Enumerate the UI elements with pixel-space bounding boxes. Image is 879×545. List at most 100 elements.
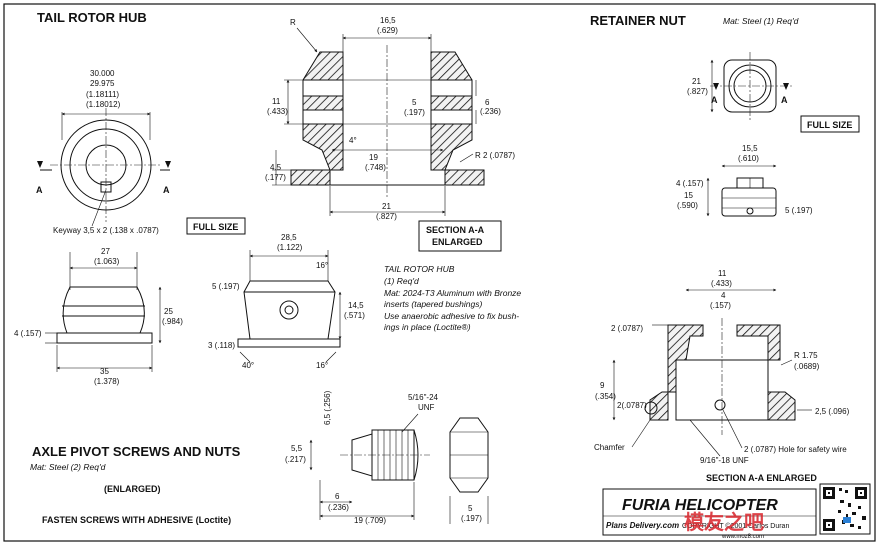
watermark-url: www.moz8.com bbox=[721, 534, 764, 540]
svg-text:4°: 4° bbox=[349, 136, 357, 145]
sheet-border bbox=[3, 3, 876, 542]
svg-text:(.157): (.157) bbox=[710, 301, 731, 310]
svg-text:(1.18111): (1.18111) bbox=[86, 90, 119, 99]
svg-text:11: 11 bbox=[272, 97, 281, 106]
watermark-logo: 模友之吧 bbox=[684, 510, 764, 534]
svg-text:(.984): (.984) bbox=[162, 317, 183, 326]
svg-text:(.433): (.433) bbox=[267, 107, 288, 116]
hub-section-label-a-left: A bbox=[36, 185, 43, 195]
svg-text:R 2 (.0787): R 2 (.0787) bbox=[475, 151, 515, 160]
title-block: FURIA HELICOPTER Plans Delivery.com COPY… bbox=[602, 483, 871, 540]
svg-text:6: 6 bbox=[335, 492, 340, 501]
svg-text:(.590): (.590) bbox=[677, 201, 698, 210]
svg-text:(.827): (.827) bbox=[376, 212, 397, 221]
svg-text:16,5: 16,5 bbox=[380, 16, 396, 25]
svg-text:Mat: 2024-T3 Aluminum with Bro: Mat: 2024-T3 Aluminum with Bronze bbox=[384, 288, 521, 298]
svg-text:9/16"-18 UNF: 9/16"-18 UNF bbox=[700, 456, 749, 465]
qr-code bbox=[819, 483, 871, 535]
svg-text:(.236): (.236) bbox=[328, 503, 349, 512]
section-aa-label: SECTION A-A bbox=[426, 225, 485, 235]
svg-text:30.000: 30.000 bbox=[90, 69, 115, 78]
svg-text:(.610): (.610) bbox=[738, 154, 759, 163]
nut-section-label: SECTION A-A ENLARGED bbox=[706, 473, 817, 483]
svg-text:28,5: 28,5 bbox=[281, 233, 297, 242]
svg-text:(1.18012): (1.18012) bbox=[86, 100, 121, 109]
hub-side-view-2: 28,5 (1.122) 16° 5 (.197) 14,5 (.571) 3 … bbox=[208, 233, 365, 370]
svg-text:27: 27 bbox=[101, 247, 110, 256]
svg-text:5: 5 bbox=[412, 98, 417, 107]
svg-text:(.571): (.571) bbox=[344, 311, 365, 320]
hub-section-label-a-right: A bbox=[163, 185, 170, 195]
nut-front-view: 21 (.827) A A bbox=[687, 52, 792, 120]
svg-text:4 (.157): 4 (.157) bbox=[14, 329, 42, 338]
title-retainer-nut: RETAINER NUT bbox=[590, 13, 686, 28]
svg-text:(.177): (.177) bbox=[265, 173, 286, 182]
section-aa-box bbox=[418, 220, 502, 252]
svg-text:25: 25 bbox=[164, 307, 173, 316]
svg-text:UNF: UNF bbox=[418, 403, 435, 412]
keyway-note: Keyway 3,5 x 2 (.138 x .0787) bbox=[53, 226, 159, 235]
svg-text:19: 19 bbox=[369, 153, 378, 162]
svg-text:6,5 (.256): 6,5 (.256) bbox=[323, 390, 332, 425]
svg-text:35: 35 bbox=[100, 367, 109, 376]
full-size-box bbox=[186, 217, 246, 235]
svg-text:(.629): (.629) bbox=[377, 26, 398, 35]
copyright: COPYRIGHT ©2001 Carlos Duran bbox=[682, 522, 789, 530]
nut-label-a-right: A bbox=[781, 95, 788, 105]
svg-text:5 (.197): 5 (.197) bbox=[785, 206, 813, 215]
svg-text:inserts (tapered bushings): inserts (tapered bushings) bbox=[384, 299, 482, 309]
svg-text:(.0689): (.0689) bbox=[794, 362, 820, 371]
hub-side-view: 27 (1.063) 25 (.984) 4 (.157) 35 (1.378) bbox=[14, 247, 183, 386]
svg-text:2,5 (.096): 2,5 (.096) bbox=[815, 407, 850, 416]
svg-text:R: R bbox=[290, 18, 296, 27]
svg-text:15: 15 bbox=[684, 191, 693, 200]
svg-text:21: 21 bbox=[692, 77, 701, 86]
svg-text:5/16"-24: 5/16"-24 bbox=[408, 393, 439, 402]
svg-text:5 (.197): 5 (.197) bbox=[212, 282, 240, 291]
svg-text:Chamfer: Chamfer bbox=[594, 443, 625, 452]
svg-text:ings in place (Loctite®): ings in place (Loctite®) bbox=[384, 322, 471, 332]
svg-text:29.975: 29.975 bbox=[90, 79, 115, 88]
title-axle-pivot: AXLE PIVOT SCREWS AND NUTS bbox=[32, 444, 241, 459]
svg-text:14,5: 14,5 bbox=[348, 301, 364, 310]
svg-text:5,5: 5,5 bbox=[291, 444, 303, 453]
nut-section-view: 11 (.433) 4 (.157) 2 (.0787) R 1.75 (.06… bbox=[594, 269, 850, 483]
svg-text:(1.378): (1.378) bbox=[94, 377, 120, 386]
title-tail-rotor-hub: TAIL ROTOR HUB bbox=[37, 10, 147, 25]
axle-fasten-note: FASTEN SCREWS WITH ADHESIVE (Loctite) bbox=[42, 515, 231, 525]
svg-text:21: 21 bbox=[382, 202, 391, 211]
nut-side-view: 15,5 (.610) 4 (.157) 15 (.590) 5 (.197) bbox=[676, 144, 813, 217]
hub-front-view: 30.000 29.975 (1.18111) (1.18012) A A Ke… bbox=[36, 69, 171, 235]
hub-section-view: R 16,5 (.629) 11 (.433) 5 (.197) 6 (.236… bbox=[265, 16, 515, 221]
svg-text:(.433): (.433) bbox=[711, 279, 732, 288]
retainer-material: Mat: Steel (1) Req'd bbox=[723, 16, 799, 26]
nut-label-a-left: A bbox=[711, 95, 718, 105]
svg-text:2 (.0787) Hole for safety wire: 2 (.0787) Hole for safety wire bbox=[744, 445, 847, 454]
svg-text:9: 9 bbox=[600, 381, 605, 390]
hub-notes: TAIL ROTOR HUB (1) Req'd Mat: 2024-T3 Al… bbox=[384, 264, 521, 332]
svg-text:6: 6 bbox=[485, 98, 490, 107]
svg-text:(.827): (.827) bbox=[687, 87, 708, 96]
axle-material: Mat: Steel (2) Req'd bbox=[30, 462, 106, 472]
svg-text:TAIL ROTOR HUB: TAIL ROTOR HUB bbox=[384, 264, 455, 274]
svg-text:16°: 16° bbox=[316, 261, 328, 270]
full-size-box-2 bbox=[800, 115, 860, 133]
svg-text:11: 11 bbox=[718, 269, 727, 278]
svg-text:40°: 40° bbox=[242, 361, 254, 370]
section-aa-enlarged: ENLARGED bbox=[432, 237, 483, 247]
svg-text:(.236): (.236) bbox=[480, 107, 501, 116]
svg-text:4: 4 bbox=[721, 291, 726, 300]
svg-text:R 1.75: R 1.75 bbox=[794, 351, 818, 360]
svg-text:(.354): (.354) bbox=[595, 392, 616, 401]
svg-text:19 (.709): 19 (.709) bbox=[354, 516, 386, 525]
svg-text:(.217): (.217) bbox=[285, 455, 306, 464]
svg-text:Use anaerobic adhesive to fix: Use anaerobic adhesive to fix bush- bbox=[384, 311, 519, 321]
svg-text:(1.122): (1.122) bbox=[277, 243, 303, 252]
company-name: FURIA HELICOPTER bbox=[622, 497, 778, 514]
svg-text:15,5: 15,5 bbox=[742, 144, 758, 153]
svg-text:(.197): (.197) bbox=[404, 108, 425, 117]
plans-delivery: Plans Delivery.com bbox=[606, 521, 679, 530]
svg-text:2(.0787): 2(.0787) bbox=[617, 401, 647, 410]
svg-text:4 (.157): 4 (.157) bbox=[676, 179, 704, 188]
